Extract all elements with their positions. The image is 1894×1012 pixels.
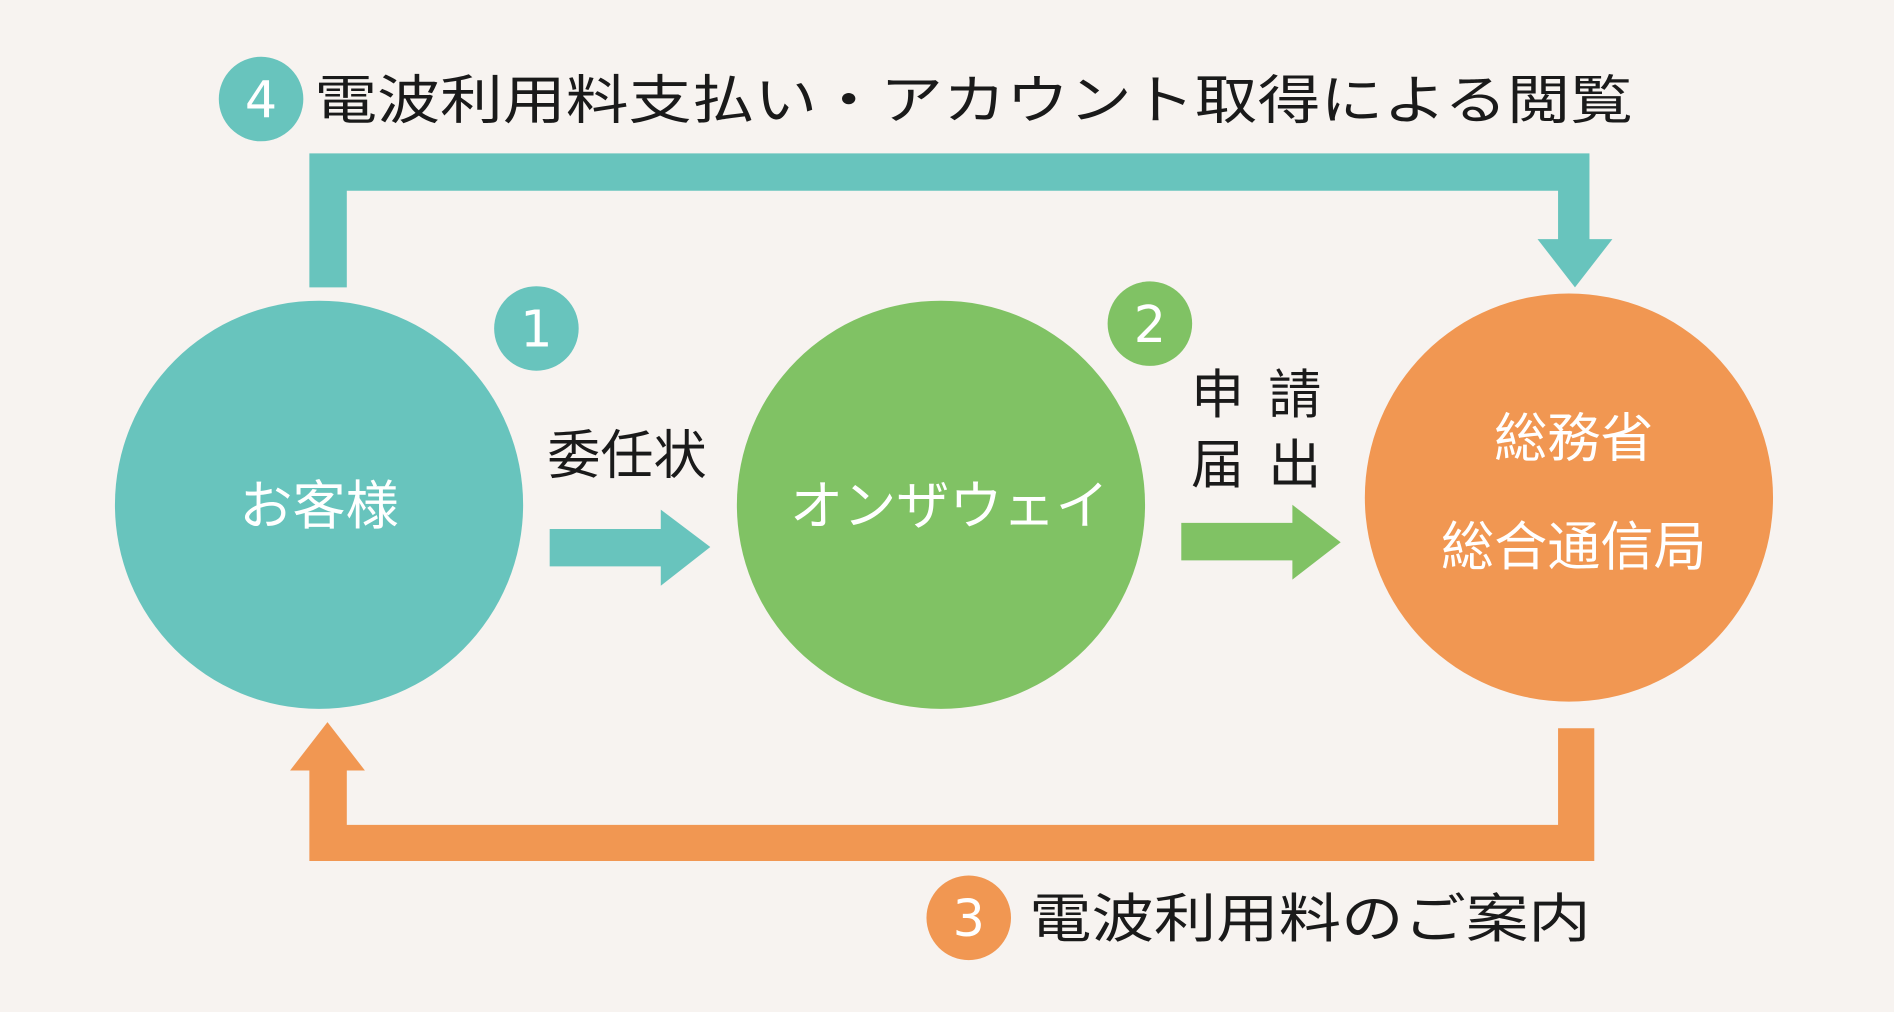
- onthewei-label: オンザウェイ: [790, 475, 1109, 537]
- step4-arrow: [309, 153, 1613, 288]
- step3-badge: 3: [926, 875, 1012, 961]
- step1-arrow: [549, 509, 711, 586]
- step4-badge: 4: [218, 56, 304, 142]
- ministry-node: [1364, 293, 1774, 702]
- step2-number: 2: [1134, 295, 1166, 354]
- customer-label: お客様: [239, 475, 398, 537]
- onthewei-node: [736, 300, 1146, 709]
- step1-label: 委任状: [547, 424, 706, 486]
- step2-arrow: [1181, 504, 1341, 580]
- step1-number: 1: [520, 300, 552, 359]
- ministry-label-line2: 総合通信局: [1441, 516, 1707, 578]
- step3-number: 3: [953, 889, 985, 948]
- ministry-label-line1: 総務省: [1494, 407, 1653, 469]
- step4-number: 4: [245, 70, 277, 129]
- step2-label-c2l1: 請: [1268, 364, 1321, 426]
- step3-arrow: [290, 722, 1595, 862]
- step2-badge: 2: [1107, 281, 1193, 366]
- step1-badge: 1: [494, 286, 579, 371]
- step2-label-c1l2: 届: [1191, 434, 1244, 496]
- step2-label-c1l1: 申: [1191, 364, 1244, 426]
- step3-label: 電波利用料のご案内: [1029, 888, 1591, 950]
- customer-node: [114, 300, 524, 709]
- step2-label-c2l2: 出: [1268, 434, 1321, 496]
- step4-label: 電波利用料支払い・アカウント取得による閲覧: [314, 69, 1633, 131]
